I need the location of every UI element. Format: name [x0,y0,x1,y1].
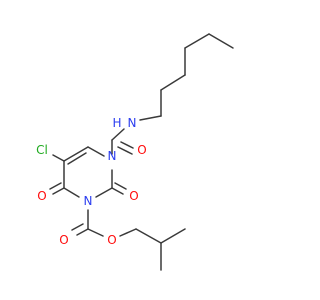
bond [139,115,162,121]
ester-oxygen-label: O [107,233,116,247]
ring-nitrogen-bottom-label: N [84,194,93,208]
chlorine-atom-label: Cl [36,143,48,157]
bond [111,187,124,195]
bond [67,152,87,165]
bond [71,223,84,231]
bond [63,187,80,198]
amide-nitrogen-label: N [128,116,137,130]
amide-oxygen-label: O [137,143,146,157]
bond [160,228,186,244]
bond [95,187,113,198]
bond [184,33,210,49]
bond [117,146,133,155]
bond [76,228,89,236]
bond [52,154,65,162]
atom-labels: Cl N N O O O N H O O [36,116,147,247]
bond [160,74,186,91]
bond [119,228,137,237]
ring-oxygen-left-label: O [37,189,46,203]
bond [111,128,125,141]
bond [49,182,62,190]
molecule-structure: Cl N N O O O N H O O [36,33,234,271]
amide-hydrogen-label: H [112,116,121,130]
ring-nitrogen-top-label: N [108,149,117,163]
bond [120,141,134,149]
bonds [49,33,234,271]
bond [135,228,162,244]
ring-oxygen-right-label: O [129,189,138,203]
bond [114,182,127,190]
bond [208,33,234,49]
bond [52,187,65,195]
bond [87,228,104,237]
bond [63,146,89,162]
bond [87,146,105,157]
carbamate-carbonyl-oxygen-label: O [59,233,68,247]
